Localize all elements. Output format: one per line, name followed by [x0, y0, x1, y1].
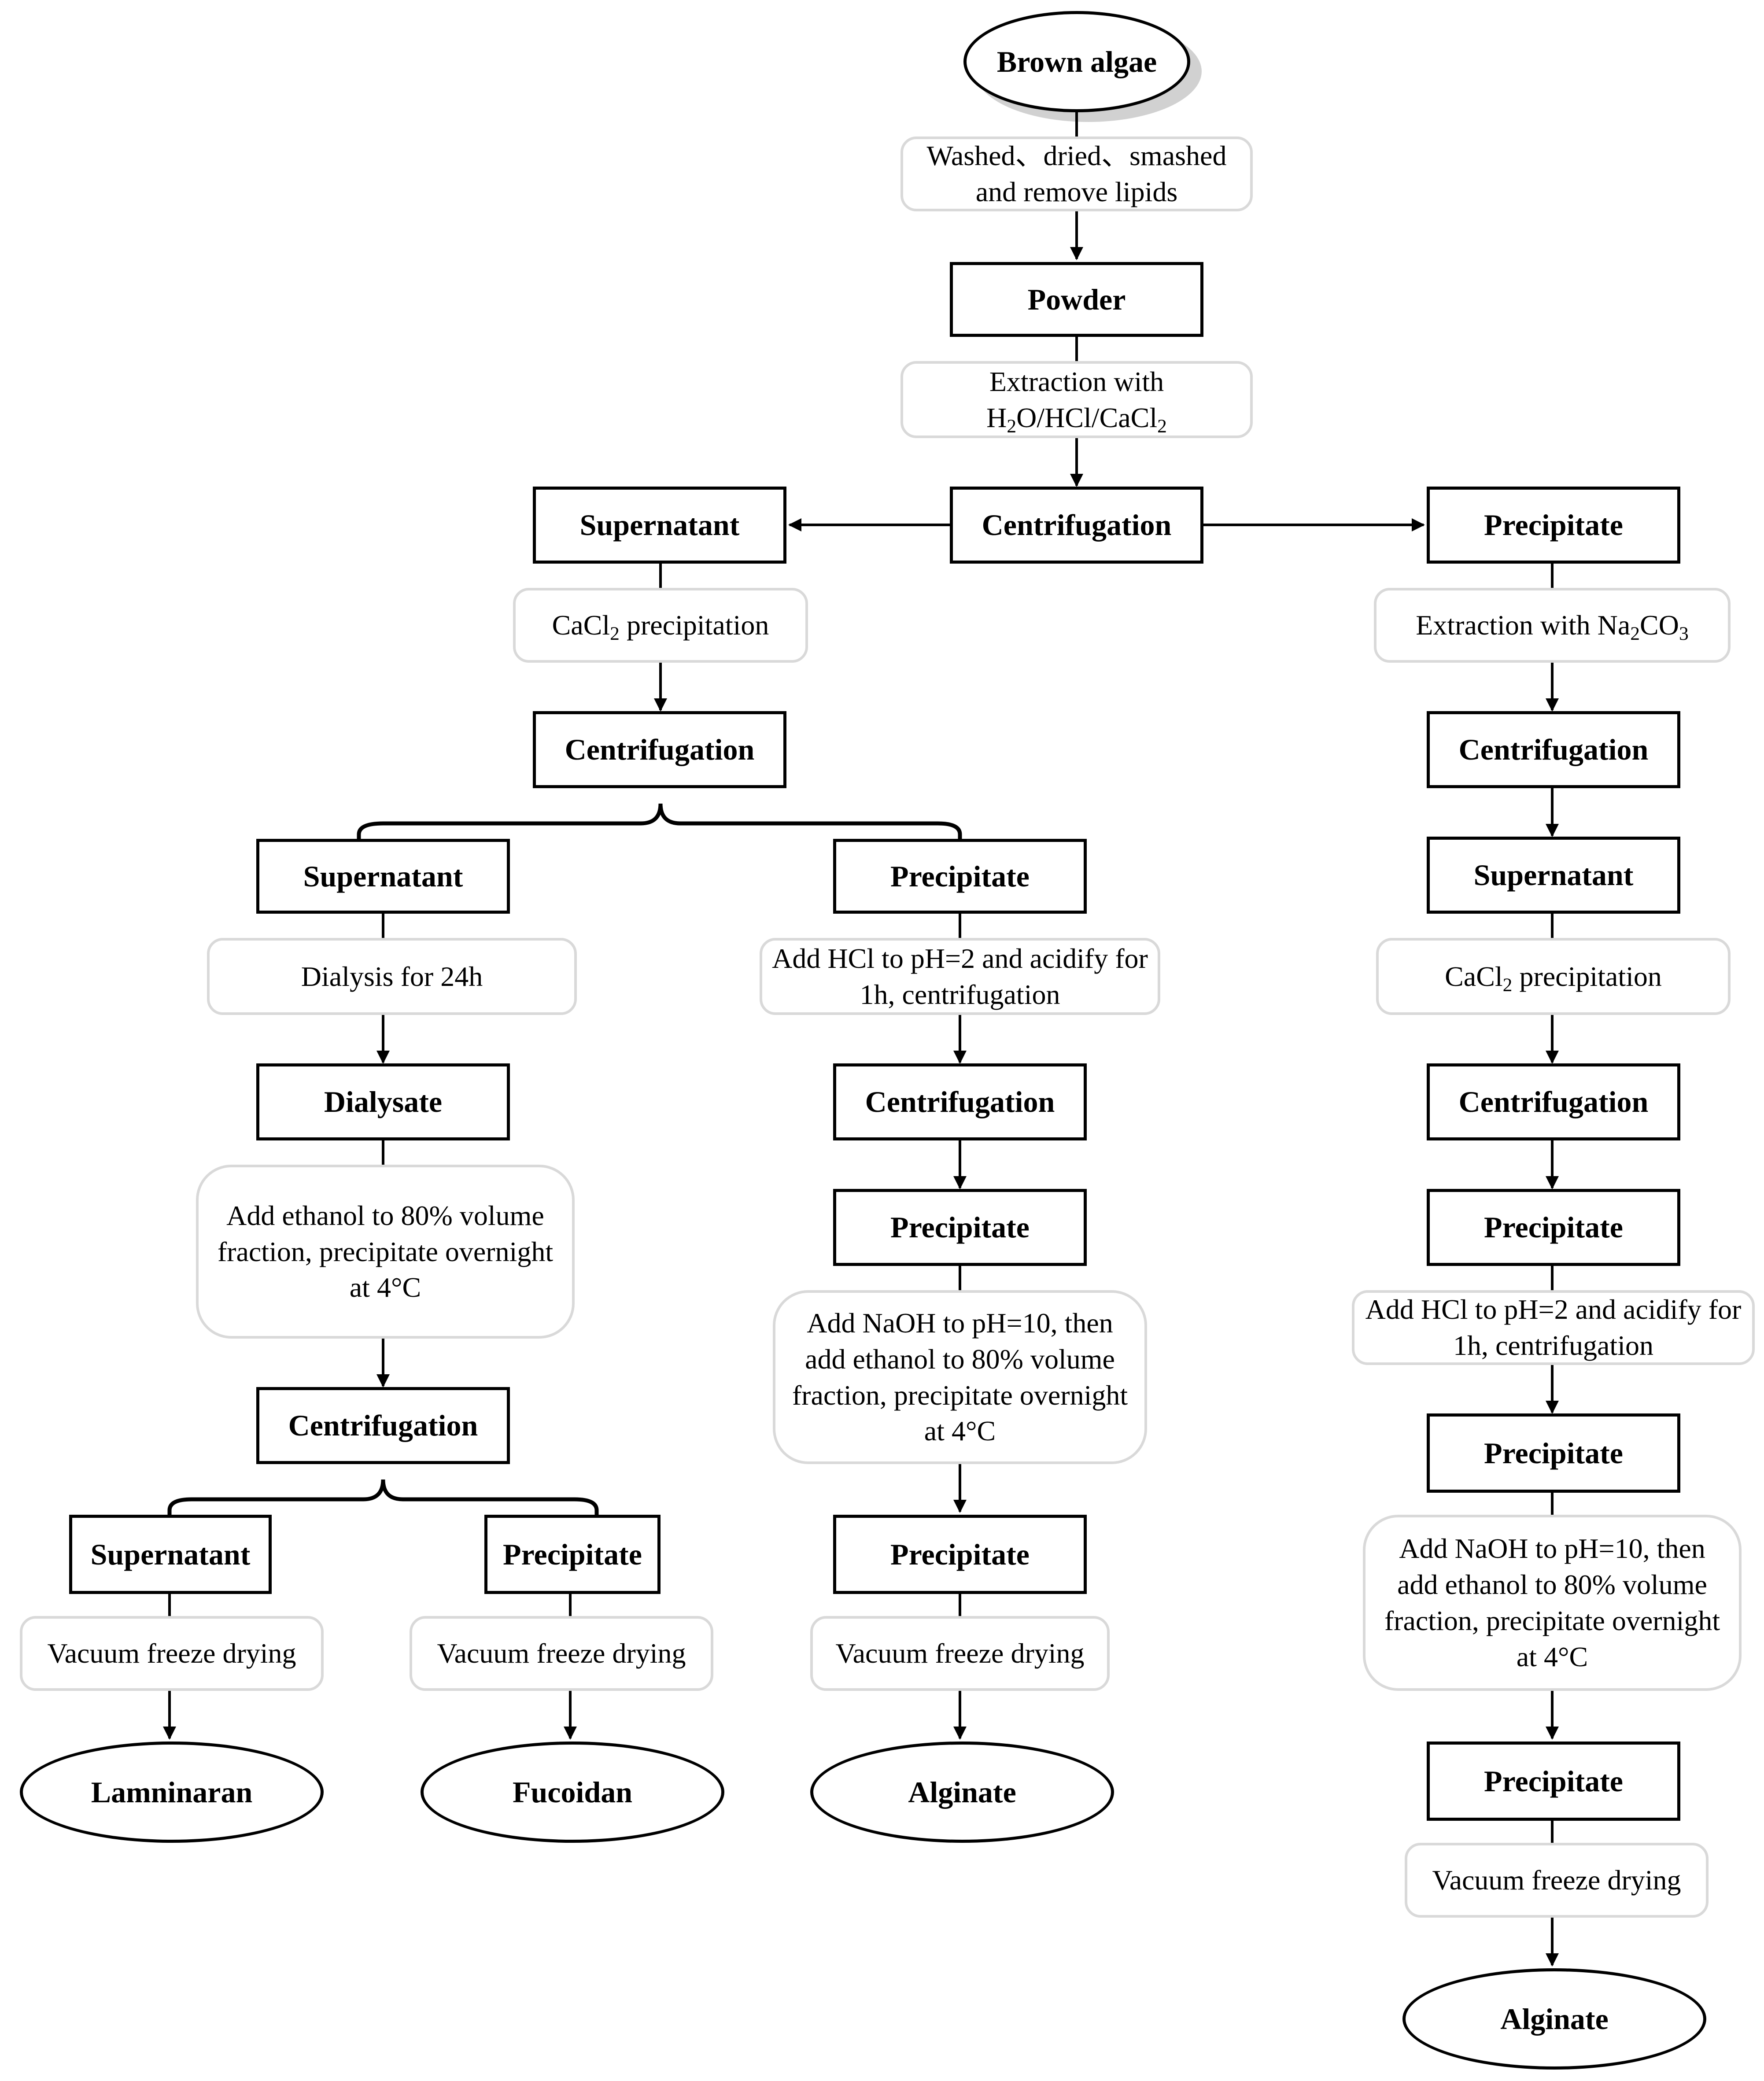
naoh-ethanol-label: Add NaOH to pH=10, then add ethanol to 8…: [1384, 1533, 1720, 1672]
alginate-label: Alginate: [1500, 2002, 1609, 2036]
lamninaran-node: Lamninaran: [20, 1742, 324, 1843]
supernatant-box-3: Supernatant: [69, 1515, 272, 1594]
alginate-node-2: Alginate: [1402, 1968, 1706, 2070]
naoh-ethanol-step-2: Add NaOH to pH=10, then add ethanol to 8…: [1363, 1515, 1742, 1691]
fucoidan-label: Fucoidan: [512, 1775, 633, 1809]
precipitate-box-b1: Precipitate: [833, 839, 1087, 914]
dialysate-label: Dialysate: [324, 1085, 443, 1118]
precipitate-box-fucoidan: Precipitate: [484, 1515, 661, 1594]
freeze-drying-step-2: Vacuum freeze drying: [410, 1616, 713, 1691]
wash-dry-label: Washed、dried、smashed and remove lipids: [926, 140, 1227, 207]
fucoidan-node: Fucoidan: [421, 1742, 724, 1843]
precipitate-box-b3: Precipitate: [833, 1515, 1087, 1594]
cacl2-precipitation-step-2: CaCl2 precipitation: [1376, 938, 1731, 1015]
precipitate-label: Precipitate: [890, 859, 1030, 893]
brace-connector: [357, 803, 962, 839]
supernatant-label: Supernatant: [1473, 858, 1634, 892]
centrifugation-box-2: Centrifugation: [533, 711, 786, 788]
freeze-drying-step-4: Vacuum freeze drying: [1405, 1843, 1709, 1918]
ethanol-precipitation-step-1: Add ethanol to 80% volume fraction, prec…: [196, 1165, 575, 1339]
precipitate-label: Precipitate: [503, 1537, 642, 1571]
precipitate-label: Precipitate: [1484, 1436, 1623, 1470]
hcl-acidify-step-2: Add HCl to pH=2 and acidify for 1h, cent…: [1352, 1290, 1755, 1365]
cacl2-precipitation-step-1: CaCl2 precipitation: [513, 588, 808, 663]
precipitate-box-c2: Precipitate: [1427, 1189, 1680, 1266]
centrifugation-box-3: Centrifugation: [256, 1387, 510, 1464]
lamninaran-label: Lamninaran: [91, 1775, 253, 1809]
dialysis-step: Dialysis for 24h: [207, 938, 577, 1015]
precipitate-box-b2: Precipitate: [833, 1189, 1087, 1266]
freeze-drying-label: Vacuum freeze drying: [47, 1638, 296, 1669]
dialysate-box: Dialysate: [256, 1063, 510, 1140]
dialysis-label: Dialysis for 24h: [301, 960, 483, 992]
centrifugation-label: Centrifugation: [565, 733, 755, 766]
precipitate-label: Precipitate: [1484, 508, 1623, 542]
cacl2-precipitation-label: CaCl2 precipitation: [552, 609, 769, 645]
hcl-acidify-label: Add HCl to pH=2 and acidify for 1h, cent…: [1365, 1294, 1742, 1361]
freeze-drying-step-3: Vacuum freeze drying: [810, 1616, 1110, 1691]
supernatant-box-1: Supernatant: [533, 487, 786, 564]
freeze-drying-step-1: Vacuum freeze drying: [20, 1616, 324, 1691]
naoh-ethanol-step-1: Add NaOH to pH=10, then add ethanol to 8…: [773, 1290, 1147, 1464]
centrifugation-box-c1: Centrifugation: [1427, 711, 1680, 788]
precipitate-box-c3: Precipitate: [1427, 1413, 1680, 1493]
centrifugation-label: Centrifugation: [1458, 733, 1649, 766]
precipitate-label: Precipitate: [890, 1537, 1030, 1571]
centrifugation-label: Centrifugation: [1458, 1085, 1649, 1118]
na2co3-extraction-step: Extraction with Na2CO3: [1374, 588, 1731, 663]
centrifugation-label: Centrifugation: [288, 1409, 478, 1442]
hcl-acidify-step-1: Add HCl to pH=2 and acidify for 1h, cent…: [760, 938, 1160, 1015]
freeze-drying-label: Vacuum freeze drying: [437, 1638, 686, 1669]
precipitate-label: Precipitate: [1484, 1210, 1623, 1244]
supernatant-label: Supernatant: [579, 508, 740, 542]
centrifugation-label: Centrifugation: [865, 1085, 1055, 1118]
supernatant-box-2: Supernatant: [256, 839, 510, 914]
powder-box: Powder: [950, 262, 1203, 337]
alginate-label: Alginate: [908, 1775, 1016, 1809]
centrifugation-box-c2: Centrifugation: [1427, 1063, 1680, 1140]
brace-connector: [167, 1479, 599, 1515]
brown-algae-node: Brown algae: [963, 11, 1190, 112]
precipitate-label: Precipitate: [1484, 1764, 1623, 1798]
freeze-drying-label: Vacuum freeze drying: [1432, 1864, 1681, 1896]
alginate-node-1: Alginate: [810, 1742, 1114, 1843]
supernatant-label: Supernatant: [90, 1537, 251, 1571]
centrifugation-box-main: Centrifugation: [950, 487, 1203, 564]
precipitate-label: Precipitate: [890, 1210, 1030, 1244]
na2co3-extraction-label: Extraction with Na2CO3: [1416, 609, 1689, 645]
powder-label: Powder: [1027, 282, 1126, 316]
freeze-drying-label: Vacuum freeze drying: [835, 1638, 1085, 1669]
hcl-acidify-label: Add HCl to pH=2 and acidify for 1h, cent…: [772, 942, 1148, 1010]
cacl2-precipitation-label: CaCl2 precipitation: [1445, 960, 1662, 996]
centrifugation-box-b: Centrifugation: [833, 1063, 1087, 1140]
naoh-ethanol-label: Add NaOH to pH=10, then add ethanol to 8…: [792, 1307, 1128, 1447]
centrifugation-label: Centrifugation: [982, 508, 1172, 542]
precipitate-box-c1: Precipitate: [1427, 487, 1680, 564]
precipitate-box-c4: Precipitate: [1427, 1742, 1680, 1821]
ethanol-precipitation-label: Add ethanol to 80% volume fraction, prec…: [217, 1199, 554, 1303]
supernatant-box-c: Supernatant: [1427, 837, 1680, 914]
wash-dry-step: Washed、dried、smashed and remove lipids: [900, 137, 1253, 211]
supernatant-label: Supernatant: [303, 859, 463, 893]
brown-algae-label: Brown algae: [996, 44, 1157, 78]
